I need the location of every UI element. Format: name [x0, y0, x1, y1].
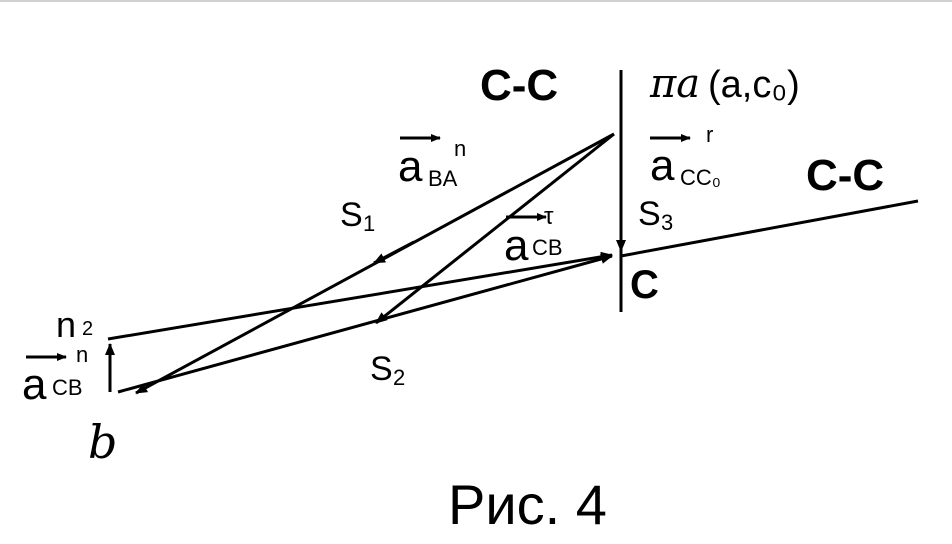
- right-cc-line: [620, 199, 919, 258]
- section-label-upper: C-C: [480, 61, 558, 110]
- point-b-label: b: [88, 415, 117, 469]
- vector-a-cb-tau-line: [117, 254, 613, 394]
- svg-text:a: a: [398, 142, 423, 191]
- svg-text:a: a: [650, 141, 675, 190]
- svg-text:3: 3: [661, 210, 673, 235]
- s2-label: S 2: [370, 350, 405, 390]
- pole-args: (a,c₀): [708, 64, 800, 106]
- svg-text:τ: τ: [544, 203, 554, 230]
- svg-text:CB: CB: [52, 375, 83, 400]
- svg-text:a: a: [22, 360, 47, 409]
- s2-line: [375, 132, 615, 325]
- svg-text:a: a: [504, 221, 529, 270]
- s1-mid-arrow: [373, 240, 415, 265]
- svg-text:n: n: [454, 136, 466, 161]
- vector-a-ba-label: a BA n: [398, 134, 466, 191]
- svg-text:n: n: [56, 304, 76, 345]
- s3-label: S 3: [638, 195, 673, 235]
- section-label-right: C-C: [806, 151, 884, 200]
- point-n2-label: n 2: [56, 304, 93, 345]
- figure-caption: Рис. 4: [448, 473, 607, 536]
- svg-text:S: S: [638, 195, 661, 233]
- svg-text:2: 2: [393, 365, 405, 390]
- vector-a-cb-n-label: a CB n: [22, 342, 88, 409]
- svg-text:CC₀: CC₀: [680, 165, 721, 190]
- top-border: [0, 0, 952, 2]
- svg-text:r: r: [706, 122, 713, 147]
- n2-c-line: [107, 251, 613, 341]
- svg-text:n: n: [76, 342, 88, 367]
- svg-text:BA: BA: [428, 166, 458, 191]
- vector-a-cc0-label: a CC₀ r: [650, 122, 721, 190]
- vector-a-cb-tau-label: a CB τ: [504, 203, 563, 270]
- svg-text:S: S: [370, 350, 393, 388]
- svg-text:1: 1: [363, 211, 375, 236]
- svg-text:S: S: [340, 196, 363, 234]
- point-c-label: C: [630, 263, 659, 307]
- s1-label: S 1: [340, 196, 375, 236]
- svg-text:CB: CB: [532, 235, 563, 260]
- svg-text:2: 2: [82, 318, 93, 340]
- pole-label: 𝜋a: [649, 61, 700, 107]
